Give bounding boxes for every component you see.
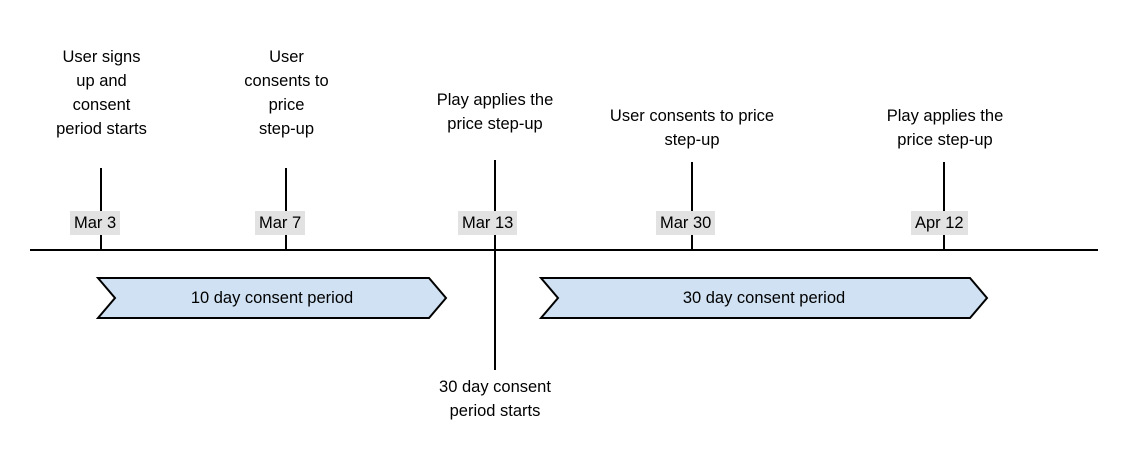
date-chip-mar-13: Mar 13 xyxy=(458,211,518,235)
chevron-band-shape xyxy=(540,277,988,319)
date-chip-mar-30: Mar 30 xyxy=(656,211,716,235)
timeline-axis xyxy=(30,249,1098,251)
tick-line-mar-30 xyxy=(691,162,693,250)
bottom-annotation-thirty-day-start: 30 day consent period starts xyxy=(439,378,551,420)
chevron-band-shape xyxy=(97,277,447,319)
event-caption-play-applies-2: Play applies the price step-up xyxy=(886,107,1004,149)
tick-line-mar-3 xyxy=(100,168,102,250)
event-caption-play-applies-1: Play applies the price step-up xyxy=(436,91,554,133)
date-chip-mar-3: Mar 3 xyxy=(70,211,121,235)
tick-line-mar-7 xyxy=(285,168,287,250)
date-chip-apr-12: Apr 12 xyxy=(911,211,968,235)
event-caption-user-consents-2: User consents to price step-up xyxy=(609,107,775,149)
event-caption-user-signs-up: User signs up and consent period starts xyxy=(56,48,147,138)
tick-line-apr-12 xyxy=(943,162,945,250)
date-chip-mar-7: Mar 7 xyxy=(255,211,306,235)
band-ten-day-consent-period: 10 day consent period xyxy=(97,277,447,319)
tick-line-mar-13 xyxy=(494,160,496,370)
event-caption-user-consents-1: User consents to price step-up xyxy=(244,48,329,138)
band-thirty-day-consent-period: 30 day consent period xyxy=(540,277,988,319)
